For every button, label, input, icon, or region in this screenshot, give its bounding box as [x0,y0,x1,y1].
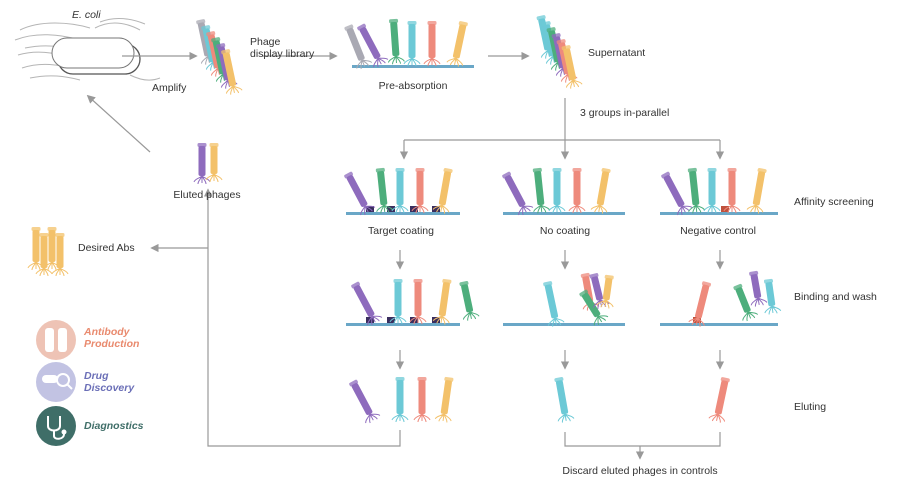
phage [51,233,69,277]
phage [434,376,454,423]
phage [387,18,405,65]
phage [459,281,480,321]
phage-particles [27,15,782,424]
phage [746,168,767,214]
drug-discovery-label: Drug Discovery [84,370,134,394]
phage [409,279,427,325]
antibody-production-line1: Antibody [84,326,130,338]
phage [554,377,575,423]
phage [351,281,383,326]
phage [596,274,614,309]
phage [403,21,421,67]
application-icons [36,320,76,446]
supernatant-label: Supernatant [588,47,646,59]
phage [391,377,409,423]
library-label-line2: display library [250,48,315,60]
phage [763,278,782,315]
desired-abs-label: Desired Abs [78,242,135,254]
diagnostics-icon [36,406,76,446]
preabsorption-label: Pre-absorption [378,80,448,92]
library-label-line1: Phage [250,36,281,48]
phage [590,168,611,214]
groups-label: 3 groups in-parallel [580,107,670,119]
ecoli-label: E. coli [72,9,101,21]
phage [432,168,453,214]
phage [561,45,583,89]
phage [532,167,551,214]
target-coating-label: Target coating [368,225,434,237]
phage [221,49,243,95]
negative-control-label: Negative control [680,225,756,237]
phage [568,168,586,214]
antibody-production-icon [36,320,76,360]
coating-plates [346,65,778,326]
phage [502,171,534,216]
stage-eluting-label: Eluting [794,401,827,413]
diagnostics-label: Diagnostics [84,420,144,432]
phage [708,377,730,423]
phage [349,379,381,424]
flow-arrows [86,51,725,460]
drug-discovery-line2: Discovery [84,382,135,395]
antibody-production-label: Antibody Production [84,326,139,350]
stage-binding-label: Binding and wash [794,291,877,303]
phage [344,171,376,216]
phage [205,143,223,183]
phage [193,143,211,185]
phage [446,21,468,67]
phage [357,23,389,68]
phage [344,24,373,70]
phage [749,270,768,307]
phage [579,289,609,326]
ecoli-bacterium [14,17,161,81]
phage [432,278,452,325]
discard-label: Discard eluted phages in controls [562,465,718,477]
antibody-production-line2: Production [84,338,140,351]
drug-discovery-line1: Drug [84,370,109,382]
phage [723,168,741,214]
phage [661,171,693,216]
phage [411,168,429,214]
phage [733,283,759,322]
phage [688,281,711,327]
phage [391,168,409,214]
eluted-phages-label: Eluted phages [173,189,241,201]
no-coating-label: No coating [539,225,591,237]
phage [375,167,394,214]
stage-affinity-label: Affinity screening [794,196,874,208]
phage [548,168,566,214]
phage [543,281,565,327]
phage [389,279,407,325]
phage [703,168,721,214]
diagnostics-line1: Diagnostics [84,420,144,432]
phage [423,21,441,67]
phage [413,377,431,423]
phage [687,167,706,214]
phage [35,233,53,277]
amplify-label: Amplify [152,82,187,94]
